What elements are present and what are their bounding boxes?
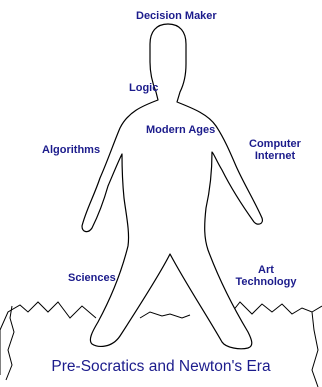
label-art: Art (232, 264, 300, 276)
label-internet: Internet (246, 150, 304, 162)
label-technology: Technology (232, 276, 300, 288)
label-modern-ages: Modern Ages (146, 124, 215, 136)
ground-rocks-middle (140, 312, 190, 318)
label-computer-internet: Computer Internet (246, 138, 304, 162)
label-art-technology: Art Technology (232, 264, 300, 288)
footer-era-title: Pre-Socratics and Newton's Era (0, 358, 322, 376)
label-computer: Computer (246, 138, 304, 150)
label-algorithms: Algorithms (42, 144, 100, 156)
label-logic: Logic (129, 82, 158, 94)
label-sciences: Sciences (68, 272, 116, 284)
label-decision-maker: Decision Maker (136, 10, 217, 22)
body-outline (82, 24, 262, 349)
